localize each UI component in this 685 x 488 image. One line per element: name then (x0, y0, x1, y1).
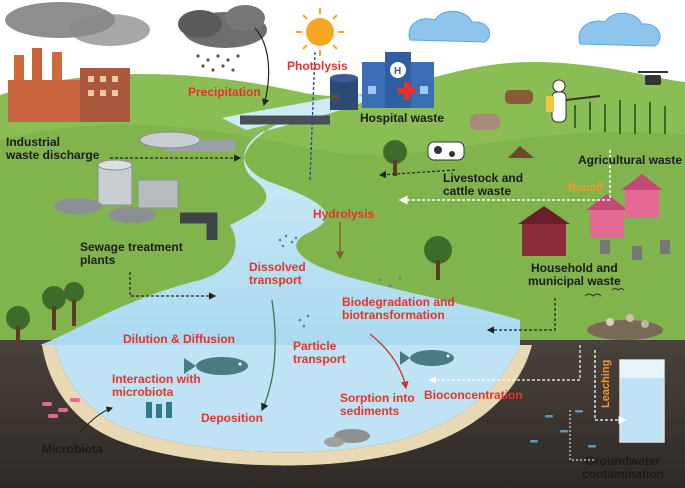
tree-icon (6, 140, 452, 344)
svg-text:H: H (394, 66, 401, 77)
label-sorption-sediments: Sorption into sediments (340, 391, 415, 418)
sorption-arrow (369, 333, 409, 390)
sewage-plant-icon (54, 159, 218, 240)
crop-field-icon (574, 100, 666, 134)
label-biodegradation: Biodegradation and biotransformation (342, 295, 455, 322)
ground-particles (530, 410, 596, 448)
houses-icon (518, 174, 670, 260)
household-arrow (486, 298, 556, 334)
label-industrial-waste: Industrial waste discharge (6, 136, 99, 162)
river (40, 95, 520, 345)
label-microbiota: Microbiota (42, 442, 103, 456)
drone-icon (638, 71, 668, 85)
well-top (620, 360, 664, 378)
label-dissolved-transport: Dissolved transport (249, 260, 306, 287)
label-hydrolysis: Hydrolysis (313, 207, 375, 221)
label-runoff: Runoff (568, 182, 604, 194)
label-interaction-microbiota: Interaction with microbiota (112, 372, 201, 399)
label-leaching: Leaching (600, 359, 612, 408)
contaminant-particles (278, 234, 402, 328)
cloud-icon-2 (578, 12, 661, 47)
front-hills (0, 124, 685, 340)
livestock-icon (427, 90, 534, 161)
label-photolysis: Photolysis (287, 59, 348, 73)
waste-pile-icon (587, 314, 663, 340)
microbiota-arrow (79, 406, 114, 433)
deposition-arrow (261, 299, 276, 412)
groundwater-dotted (569, 410, 595, 461)
sun-icon (296, 8, 344, 56)
factory-icon (5, 2, 150, 122)
label-agricultural-waste: Agricultural waste (578, 153, 683, 167)
settling-tank (139, 131, 201, 149)
label-hospital-waste: Hospital waste (360, 111, 445, 125)
birds-icon (584, 288, 625, 297)
seabed-organisms-icon (146, 402, 370, 447)
label-livestock-waste: Livestock and cattle waste (443, 171, 524, 198)
leaching-arrow (594, 350, 627, 424)
label-precipitation: Precipitation (188, 85, 261, 99)
label-bioconcentration: Bioconcentration (424, 388, 523, 402)
dark-cloud-icon (178, 5, 267, 72)
farmer-spraying-icon (546, 79, 601, 123)
livestock-arrow (378, 169, 456, 179)
precipitation-arrow (254, 27, 270, 107)
runoff-arrow (398, 150, 611, 205)
microbiota-icon (42, 398, 80, 418)
label-groundwater-contamination: Groundwater contamination (582, 454, 665, 481)
hospital-icon: H (362, 52, 434, 108)
label-industrial-line1: Industrial waste discharge (6, 135, 100, 162)
fish-icon (184, 357, 248, 375)
label-deposition: Deposition (201, 411, 263, 425)
label-particle-transport: Particle transport (293, 339, 346, 366)
sewage-arrow (129, 272, 217, 300)
bioconcentration-arrow (428, 345, 581, 384)
label-dilution-diffusion: Dilution & Diffusion (123, 332, 235, 346)
photolysis-arrow (309, 51, 316, 181)
water-tank-pipe (240, 74, 358, 125)
label-household-waste: Household and municipal waste (528, 261, 621, 288)
fish-icon-2 (400, 350, 454, 366)
lake-basin (55, 345, 520, 453)
label-sewage-treatment: Sewage treatment plants (80, 240, 183, 267)
cloud-icon (408, 10, 490, 43)
